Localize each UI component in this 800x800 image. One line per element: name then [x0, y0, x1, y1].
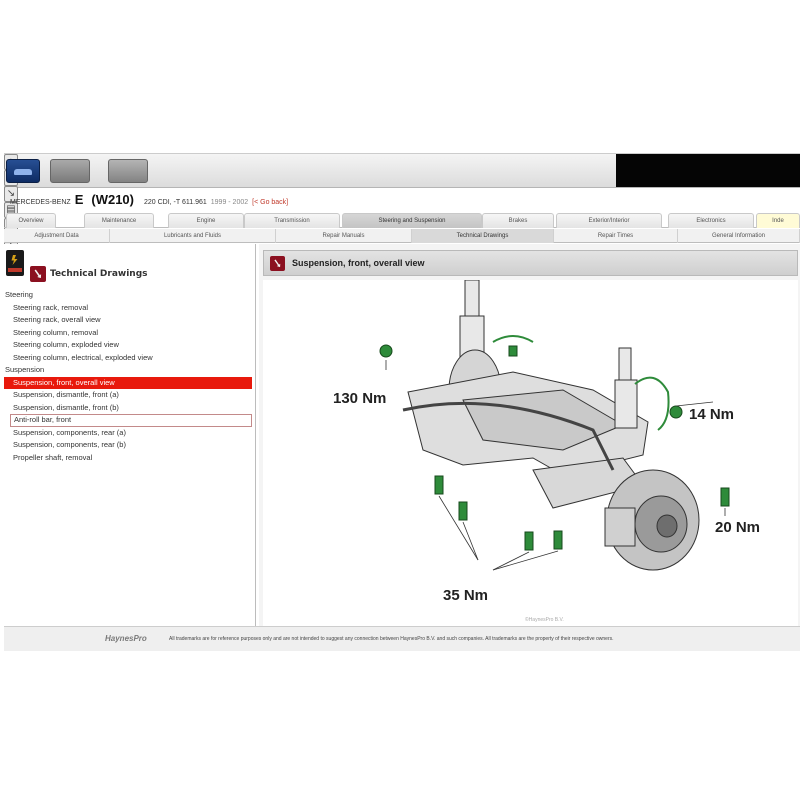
right-hub-center — [656, 514, 678, 538]
vehicle-engine: 220 CDI, -T 611.961 — [143, 199, 207, 206]
tree-item[interactable]: Steering rack, removal — [13, 302, 89, 312]
panel-title: Technical Drawings — [50, 269, 148, 279]
subtab-adjustment-data[interactable]: Adjustment Data — [4, 229, 110, 243]
left-sensor-wire — [492, 335, 534, 343]
drawings-navigation-panel: Technical Drawings Steering Steering rac… — [4, 244, 256, 626]
suspension-illustration: 130 Nm 14 Nm 20 Nm 35 Nm — [333, 280, 760, 604]
bolt-14nm — [669, 405, 683, 419]
torque-label-35: 35 Nm — [443, 587, 488, 604]
tree-item[interactable]: Suspension, dismantle, front (a) — [13, 390, 119, 399]
torque-label-14: 14 Nm — [689, 406, 734, 423]
tab-steering-suspension[interactable]: Steering and Suspension — [342, 213, 482, 228]
bolt-130nm — [379, 344, 393, 358]
tree-item[interactable]: Suspension, dismantle, front (b) — [13, 402, 119, 412]
subtab-lubricants[interactable]: Lubricants and Fluids — [110, 229, 276, 243]
haynespro-footer-logo: HaynesPro — [105, 634, 147, 643]
left-strut-rod — [464, 280, 480, 319]
main-tabs: Overview Maintenance Engine Transmission… — [4, 213, 800, 228]
tab-exterior-interior[interactable]: Exterior/Interior — [556, 213, 662, 228]
technical-data-button[interactable] — [108, 159, 148, 183]
drawing-copyright: ©HaynesPro B.V. — [525, 617, 564, 623]
torque-label-20: 20 Nm — [715, 519, 760, 536]
vehicle-years: 1999 - 2002 — [210, 199, 249, 206]
vehicle-data-button[interactable] — [50, 159, 90, 183]
tree-item[interactable]: Steering rack, overall view — [13, 315, 101, 324]
right-strut-rod — [618, 347, 632, 383]
bolt-35nm-4 — [553, 530, 563, 550]
tab-maintenance[interactable]: Maintenance — [84, 213, 154, 228]
footer-bar: HaynesPro All trademarks are for referen… — [4, 626, 800, 651]
toolbar: ⌖ ⎙ ↘ ▤ ✎ ? — [4, 154, 800, 250]
tree-group-suspension: Suspension — [5, 365, 45, 374]
wrench-icon — [270, 256, 285, 271]
bolt-35nm-2 — [458, 501, 468, 521]
vehicle-make: MERCEDES-BENZ — [10, 199, 71, 206]
go-back-link[interactable]: [< Go back] — [252, 199, 289, 206]
vehicle-model: E — [74, 192, 84, 207]
torque-label-130: 130 Nm — [333, 390, 386, 407]
tab-transmission[interactable]: Transmission — [244, 213, 340, 228]
haynespro-logo-icon — [6, 250, 24, 276]
tree-item[interactable]: Steering column, removal — [13, 327, 99, 337]
bolt-left-sensor — [508, 345, 518, 357]
bolt-20nm — [720, 487, 730, 507]
right-sensor-wire — [634, 376, 670, 431]
tree-item[interactable]: Steering column, exploded view — [13, 340, 119, 349]
tree-item[interactable]: Steering column, electrical, exploded vi… — [13, 352, 153, 362]
right-caliper — [604, 507, 636, 547]
subtab-repair-times[interactable]: Repair Times — [554, 229, 678, 243]
sub-tabs: Adjustment Data Lubricants and Fluids Re… — [4, 229, 800, 243]
subtab-repair-manuals[interactable]: Repair Manuals — [276, 229, 412, 243]
drawings-tree: Steering Steering rack, removal Steering… — [4, 289, 256, 464]
tree-item[interactable]: Suspension, components, rear (a) — [13, 427, 126, 437]
drawing-title: Suspension, front, overall view — [292, 258, 425, 268]
tab-index[interactable]: Inde — [756, 213, 800, 228]
tree-item[interactable]: Suspension, components, rear (b) — [13, 440, 126, 449]
vehicle-code: (W210) — [91, 192, 134, 207]
tree-group-steering: Steering — [5, 290, 33, 299]
tab-engine[interactable]: Engine — [168, 213, 244, 228]
suspension-drawing[interactable]: 130 Nm 14 Nm 20 Nm 35 Nm ©HaynesPro B.V. — [263, 280, 798, 626]
right-strut-body — [614, 379, 638, 429]
tab-electronics[interactable]: Electronics — [668, 213, 754, 228]
tree-item[interactable]: Propeller shaft, removal — [13, 452, 93, 462]
bolt-35nm-1 — [434, 475, 444, 495]
drawing-header: Suspension, front, overall view — [263, 250, 798, 276]
tree-item-selected[interactable]: Suspension, front, overall view — [4, 376, 252, 389]
tab-overview[interactable]: Overview — [6, 213, 56, 228]
anti-roll-bar — [402, 401, 615, 471]
car-selection-button[interactable] — [6, 159, 40, 183]
tree-item-focused[interactable]: Anti-roll bar, front — [10, 414, 252, 427]
wrench-icon — [30, 266, 46, 282]
bolt-35nm-3 — [524, 531, 534, 551]
tab-brakes[interactable]: Brakes — [482, 213, 554, 228]
drawing-viewer: Suspension, front, overall view — [259, 244, 800, 626]
subtab-technical-drawings[interactable]: Technical Drawings — [412, 229, 554, 243]
trademark-notice: All trademarks are for reference purpose… — [169, 636, 614, 642]
subtab-general-information[interactable]: General Information — [678, 229, 800, 243]
arrow-icon[interactable]: ↘ — [4, 186, 18, 202]
title-bar-blackout — [616, 154, 800, 187]
